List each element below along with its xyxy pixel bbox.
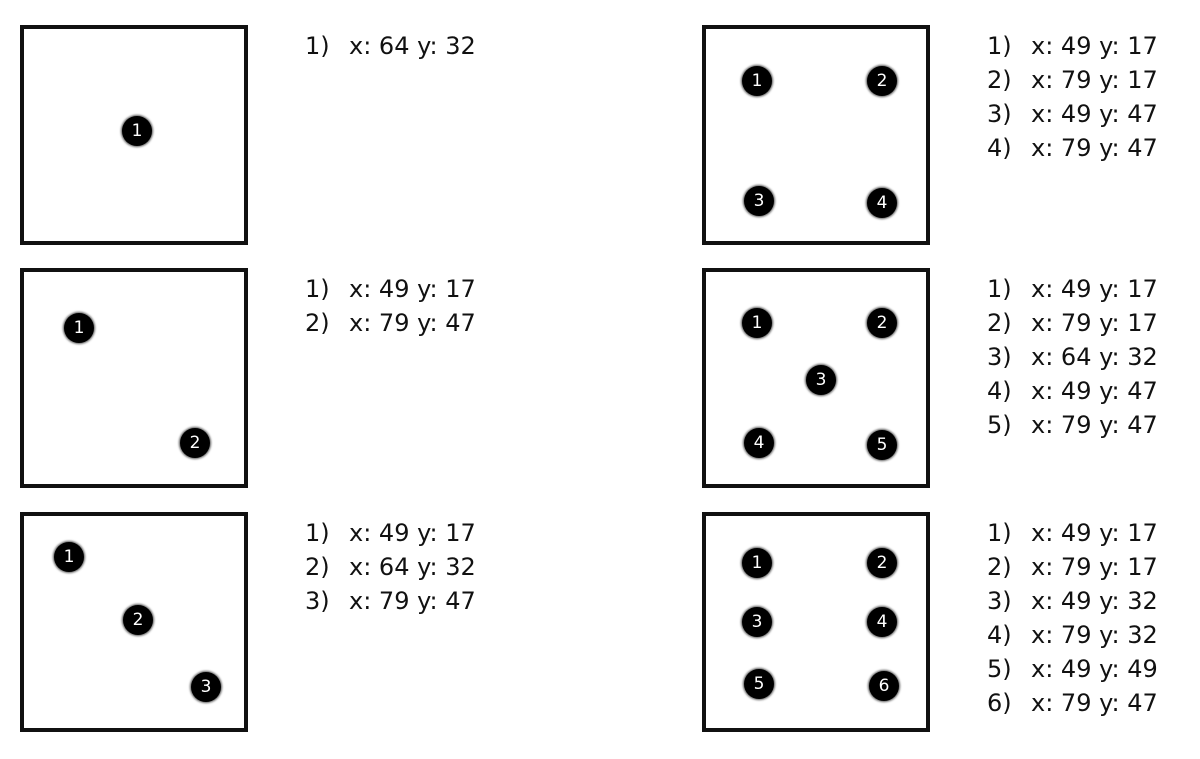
row-coords: x: 64 y: 32 [349,32,476,60]
panel-1-box: 1 [20,25,248,245]
coordinate-list: 1) x: 49 y: 17 2) x: 64 y: 32 3) x: 79 y: 4… [305,516,476,618]
marker-5: 5 [867,430,897,460]
row-number: 2) [987,66,1012,94]
coordinate-row: 2) x: 79 y: 47 [305,306,476,340]
marker-4: 4 [867,607,897,637]
row-number: 3) [305,587,330,615]
row-number: 2) [987,309,1012,337]
marker-2: 2 [123,605,153,635]
coordinate-row: 4) x: 79 y: 32 [987,618,1158,652]
coordinate-list: 1) x: 64 y: 32 [305,29,476,63]
row-number: 2) [305,553,330,581]
row-coords: x: 49 y: 49 [1031,655,1158,683]
panel-3-box: 1 2 3 [20,512,248,732]
coordinate-row: 1) x: 49 y: 17 [987,29,1158,63]
coordinate-row: 2) x: 79 y: 17 [987,63,1158,97]
marker-2: 2 [867,308,897,338]
row-coords: x: 79 y: 17 [1031,553,1158,581]
coordinate-row: 5) x: 49 y: 49 [987,652,1158,686]
coordinate-row: 4) x: 49 y: 47 [987,374,1158,408]
row-coords: x: 79 y: 47 [349,587,476,615]
panel-2-box: 1 2 [20,268,248,488]
marker-1: 1 [54,542,84,572]
row-number: 1) [305,32,330,60]
row-number: 1) [987,275,1012,303]
coordinate-list: 1) x: 49 y: 17 2) x: 79 y: 47 [305,272,476,340]
row-coords: x: 49 y: 32 [1031,587,1158,615]
row-number: 5) [987,655,1012,683]
row-number: 2) [987,553,1012,581]
panel-4-box: 1 2 3 4 [702,25,930,245]
row-coords: x: 49 y: 17 [1031,32,1158,60]
row-coords: x: 79 y: 47 [349,309,476,337]
coordinate-row: 3) x: 49 y: 47 [987,97,1158,131]
marker-1: 1 [742,548,772,578]
marker-1: 1 [122,116,152,146]
marker-4: 4 [744,428,774,458]
row-number: 3) [987,587,1012,615]
row-number: 3) [987,100,1012,128]
row-coords: x: 49 y: 47 [1031,100,1158,128]
marker-2: 2 [867,66,897,96]
marker-2: 2 [180,428,210,458]
row-coords: x: 79 y: 17 [1031,66,1158,94]
row-number: 4) [987,621,1012,649]
marker-2: 2 [867,548,897,578]
coordinate-list: 1) x: 49 y: 17 2) x: 79 y: 17 3) x: 49 y: 3… [987,516,1158,720]
row-coords: x: 79 y: 47 [1031,689,1158,717]
row-coords: x: 49 y: 47 [1031,377,1158,405]
row-coords: x: 49 y: 17 [1031,275,1158,303]
marker-3: 3 [191,672,221,702]
coordinate-row: 3) x: 49 y: 32 [987,584,1158,618]
marker-1: 1 [64,313,94,343]
row-number: 4) [987,377,1012,405]
coordinate-row: 1) x: 49 y: 17 [305,516,476,550]
row-coords: x: 49 y: 17 [1031,519,1158,547]
row-coords: x: 49 y: 17 [349,519,476,547]
row-number: 1) [987,32,1012,60]
row-coords: x: 79 y: 47 [1031,411,1158,439]
row-number: 3) [987,343,1012,371]
coordinate-row: 4) x: 79 y: 47 [987,131,1158,165]
coordinate-row: 1) x: 49 y: 17 [987,272,1158,306]
row-coords: x: 79 y: 17 [1031,309,1158,337]
marker-1: 1 [742,308,772,338]
row-number: 5) [987,411,1012,439]
row-coords: x: 64 y: 32 [1031,343,1158,371]
row-number: 1) [987,519,1012,547]
marker-3: 3 [742,607,772,637]
coordinate-list: 1) x: 49 y: 17 2) x: 79 y: 17 3) x: 64 y: 3… [987,272,1158,442]
marker-5: 5 [744,669,774,699]
row-coords: x: 79 y: 47 [1031,134,1158,162]
marker-3: 3 [806,365,836,395]
row-coords: x: 49 y: 17 [349,275,476,303]
coordinate-list: 1) x: 49 y: 17 2) x: 79 y: 17 3) x: 49 y: 4… [987,29,1158,165]
coordinate-row: 5) x: 79 y: 47 [987,408,1158,442]
marker-3: 3 [744,186,774,216]
coordinate-row: 3) x: 79 y: 47 [305,584,476,618]
row-number: 4) [987,134,1012,162]
panel-6-box: 1 2 3 4 5 6 [702,512,930,732]
row-number: 2) [305,309,330,337]
row-coords: x: 64 y: 32 [349,553,476,581]
coordinate-row: 1) x: 64 y: 32 [305,29,476,63]
coordinate-row: 1) x: 49 y: 17 [987,516,1158,550]
panel-5-box: 1 2 3 4 5 [702,268,930,488]
coordinate-row: 1) x: 49 y: 17 [305,272,476,306]
marker-1: 1 [742,66,772,96]
row-number: 6) [987,689,1012,717]
row-coords: x: 79 y: 32 [1031,621,1158,649]
row-number: 1) [305,275,330,303]
coordinate-row: 3) x: 64 y: 32 [987,340,1158,374]
coordinate-row: 6) x: 79 y: 47 [987,686,1158,720]
coordinate-row: 2) x: 79 y: 17 [987,550,1158,584]
coordinate-row: 2) x: 79 y: 17 [987,306,1158,340]
coordinate-row: 2) x: 64 y: 32 [305,550,476,584]
row-number: 1) [305,519,330,547]
marker-6: 6 [869,671,899,701]
marker-4: 4 [867,188,897,218]
